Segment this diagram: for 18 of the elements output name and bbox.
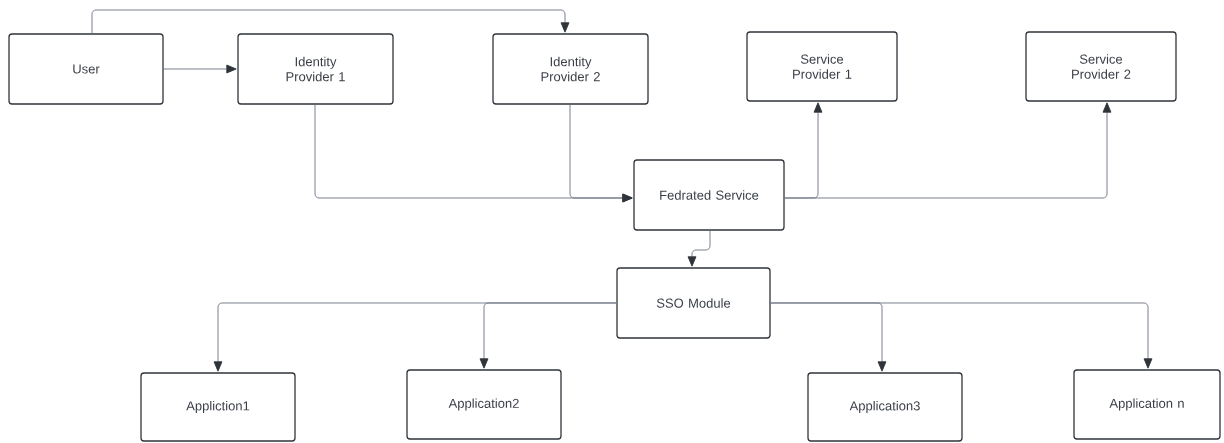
arrow bbox=[91, 9, 570, 34]
arrow bbox=[163, 64, 237, 74]
arrow bbox=[479, 302, 617, 369]
process-box: User bbox=[8, 33, 164, 105]
arrow bbox=[770, 302, 1153, 369]
process-box: Application3 bbox=[807, 372, 963, 442]
process-box: Identity Provider 1 bbox=[237, 33, 394, 105]
arrow bbox=[784, 102, 1112, 199]
process-box: Identity Provider 2 bbox=[492, 33, 649, 105]
process-box: Service Provider 2 bbox=[1025, 31, 1177, 102]
process-box: Appliction1 bbox=[140, 372, 296, 442]
process-box: Application2 bbox=[406, 369, 562, 440]
process-box: Service Provider 1 bbox=[746, 31, 898, 102]
process-box: SSO Module bbox=[616, 267, 771, 339]
arrow bbox=[687, 230, 711, 267]
process-box: Fedrated Service bbox=[633, 159, 785, 231]
arrow bbox=[569, 104, 633, 203]
process-box: Application n bbox=[1073, 369, 1221, 440]
